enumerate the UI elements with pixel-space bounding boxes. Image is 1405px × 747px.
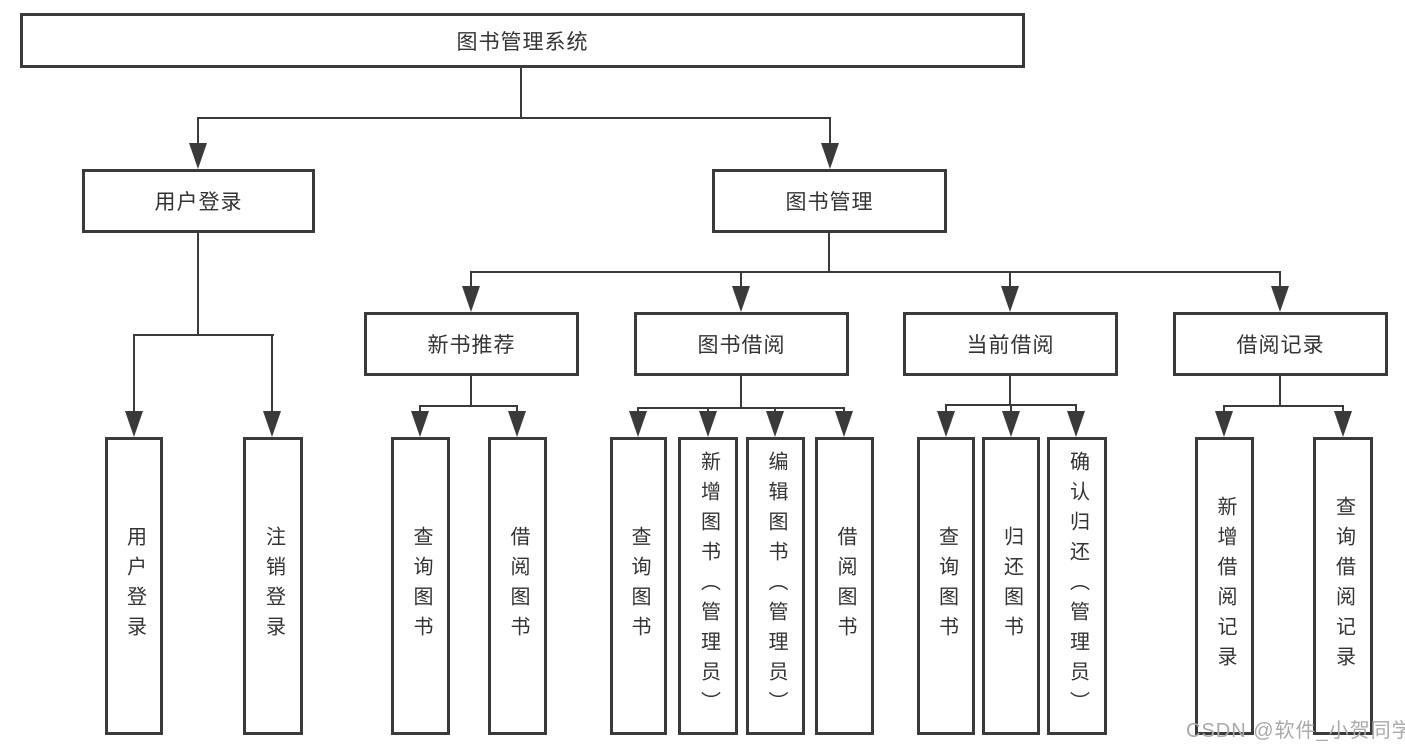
connector-borrow-record-stem-1: [1223, 405, 1225, 415]
node-book-management-label: 图书管理: [785, 191, 874, 214]
down-arrowhead: [1215, 411, 1233, 437]
connector-new-book-trunk: [470, 376, 472, 407]
connector-book-mgmt-stem-3: [1009, 271, 1011, 289]
connector-borrow-record-hbar: [1223, 405, 1344, 407]
connector-new-book-hbar: [419, 405, 518, 407]
leaf-return-book: 归还图书: [982, 437, 1040, 735]
leaf-recommend-query-book-label: 查询图书: [410, 526, 432, 646]
node-user-login: 用户登录: [82, 169, 315, 233]
connector-book-mgmt-hbar: [470, 271, 1281, 273]
down-arrowhead: [1067, 411, 1085, 437]
down-arrowhead: [1271, 286, 1289, 312]
connector-user-login-trunk: [197, 233, 199, 335]
connector-user-login-stem-1: [133, 334, 135, 414]
leaf-borrow-query-book: 查询图书: [610, 437, 667, 735]
node-new-book-recommend: 新书推荐: [364, 312, 579, 376]
leaf-borrow-query-book-label: 查询图书: [628, 526, 650, 646]
node-book-borrow: 图书借阅: [634, 312, 849, 376]
node-current-borrow-label: 当前借阅: [966, 334, 1055, 357]
down-arrowhead: [937, 411, 955, 437]
leaf-recommend-borrow-book-label: 借阅图书: [507, 526, 529, 646]
down-arrowhead: [766, 411, 784, 437]
connector-user-login-hbar: [133, 334, 274, 336]
leaf-user-login: 用户登录: [105, 437, 163, 735]
leaf-add-book-admin-label: 新增图书（管理员）: [697, 451, 720, 721]
down-arrowhead: [411, 411, 429, 437]
leaf-logout-label: 注销登录: [262, 526, 285, 646]
connector-user-login-stem-2: [271, 334, 273, 414]
connector-root-stem-right: [829, 117, 831, 147]
leaf-add-borrow-record: 新增借阅记录: [1195, 437, 1254, 735]
leaf-query-borrow-record-label: 查询借阅记录: [1332, 496, 1355, 676]
connector-borrow-record-stem-2: [1342, 405, 1344, 415]
down-arrowhead: [821, 143, 839, 169]
leaf-confirm-return-admin: 确认归还（管理员）: [1047, 437, 1107, 735]
connector-borrow-record-trunk: [1279, 376, 1281, 407]
connector-new-book-stem-1: [419, 405, 421, 415]
down-arrowhead: [189, 143, 207, 169]
leaf-recommend-borrow-book: 借阅图书: [488, 437, 547, 735]
down-arrowhead: [1334, 411, 1352, 437]
leaf-edit-book-admin: 编辑图书（管理员）: [746, 437, 805, 735]
leaf-current-query-book-label: 查询图书: [935, 526, 958, 646]
leaf-add-book-admin: 新增图书（管理员）: [678, 437, 738, 735]
connector-book-borrow-hbar: [637, 407, 845, 409]
node-borrow-record: 借阅记录: [1173, 312, 1388, 376]
node-library-system: 图书管理系统: [20, 13, 1025, 68]
leaf-recommend-query-book: 查询图书: [391, 437, 450, 735]
leaf-confirm-return-admin-label: 确认归还（管理员）: [1066, 451, 1089, 721]
node-user-login-label: 用户登录: [154, 191, 243, 214]
down-arrowhead: [263, 411, 281, 437]
connector-current-borrow-stem-1: [945, 404, 947, 414]
node-book-management: 图书管理: [712, 169, 947, 233]
down-arrowhead: [629, 411, 647, 437]
down-arrowhead: [1001, 286, 1019, 312]
down-arrowhead: [125, 411, 143, 437]
connector-book-borrow-trunk: [740, 376, 742, 409]
down-arrowhead: [699, 411, 717, 437]
leaf-add-borrow-record-label: 新增借阅记录: [1214, 496, 1236, 676]
connector-book-mgmt-stem-2: [740, 271, 742, 289]
leaf-borrow-book: 借阅图书: [815, 437, 874, 735]
node-library-system-label: 图书管理系统: [456, 30, 589, 54]
connector-root-stem-left: [197, 117, 199, 147]
down-arrowhead: [508, 411, 526, 437]
down-arrowhead: [1002, 411, 1020, 437]
node-book-borrow-label: 图书借阅: [697, 334, 786, 357]
down-arrowhead: [835, 411, 853, 437]
connector-current-borrow-trunk: [1009, 376, 1011, 406]
leaf-user-login-label: 用户登录: [123, 526, 146, 646]
connector-new-book-stem-2: [516, 405, 518, 415]
leaf-query-borrow-record: 查询借阅记录: [1313, 437, 1373, 735]
leaf-logout: 注销登录: [243, 437, 303, 735]
down-arrowhead: [732, 286, 750, 312]
node-current-borrow: 当前借阅: [903, 312, 1118, 376]
connector-current-borrow-stem-3: [1075, 404, 1077, 414]
node-borrow-record-label: 借阅记录: [1236, 334, 1325, 357]
connector-book-mgmt-stem-1: [470, 271, 472, 289]
leaf-borrow-book-label: 借阅图书: [834, 526, 856, 646]
node-new-book-recommend-label: 新书推荐: [427, 334, 516, 357]
down-arrowhead: [462, 286, 480, 312]
connector-root-hbar: [197, 117, 831, 119]
connector-book-mgmt-trunk: [828, 233, 830, 273]
leaf-return-book-label: 归还图书: [1000, 526, 1023, 646]
connector-current-borrow-stem-2: [1010, 404, 1012, 414]
connector-root-trunk: [520, 67, 522, 119]
watermark: CSDN @软件_小贺同学: [1186, 720, 1405, 742]
connector-book-mgmt-stem-4: [1279, 271, 1281, 289]
leaf-current-query-book: 查询图书: [917, 437, 975, 735]
leaf-edit-book-admin-label: 编辑图书（管理员）: [765, 451, 787, 721]
